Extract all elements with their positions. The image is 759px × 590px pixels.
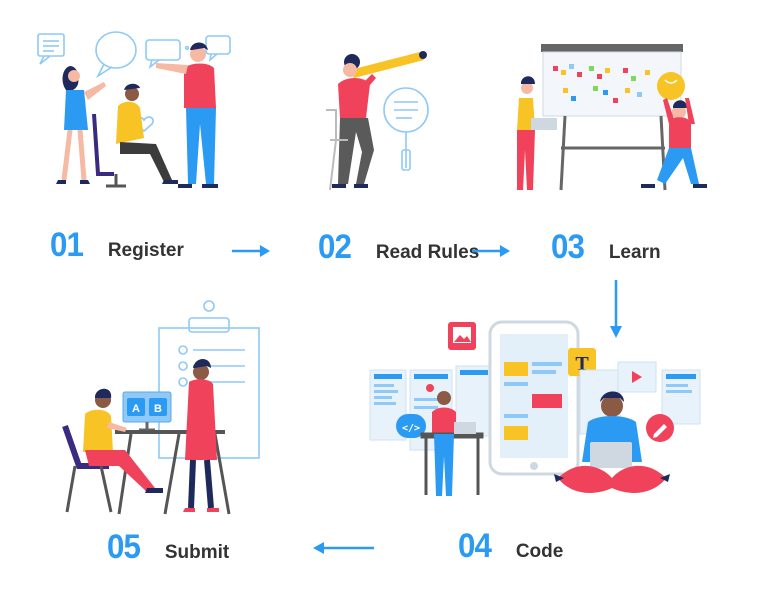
arrow-down-icon: [610, 280, 622, 338]
step-label: Register: [107, 240, 184, 261]
step-number: 01: [50, 226, 84, 264]
code-illustration: T </>: [369, 320, 701, 496]
arrow-right-icon: [472, 245, 510, 257]
arrow-right-icon: [232, 245, 270, 257]
step-label: Submit: [164, 542, 230, 563]
step-03: 03 Learn: [551, 228, 661, 267]
step-label: Code: [515, 541, 564, 562]
step-02: 02 Read Rules: [318, 228, 479, 267]
learn-illustration: [517, 44, 707, 191]
step-number: 04: [458, 527, 492, 565]
screen-b-text: B: [154, 403, 162, 415]
code-badge-text: </>: [402, 423, 420, 434]
screen-a-text: A: [132, 403, 140, 415]
register-illustration: [37, 31, 231, 188]
step-label: Read Rules: [375, 242, 480, 263]
submit-illustration: A B: [62, 300, 260, 515]
step-01: 01 Register: [50, 226, 184, 265]
arrow-left-icon: [313, 542, 374, 554]
step-04: 04 Code: [458, 527, 563, 566]
step-number: 02: [318, 228, 352, 266]
step-label: Learn: [608, 242, 661, 263]
read-rules-illustration: [326, 51, 429, 191]
step-number: 05: [107, 528, 141, 566]
step-05: 05 Submit: [107, 528, 229, 567]
step-number: 03: [551, 228, 585, 266]
